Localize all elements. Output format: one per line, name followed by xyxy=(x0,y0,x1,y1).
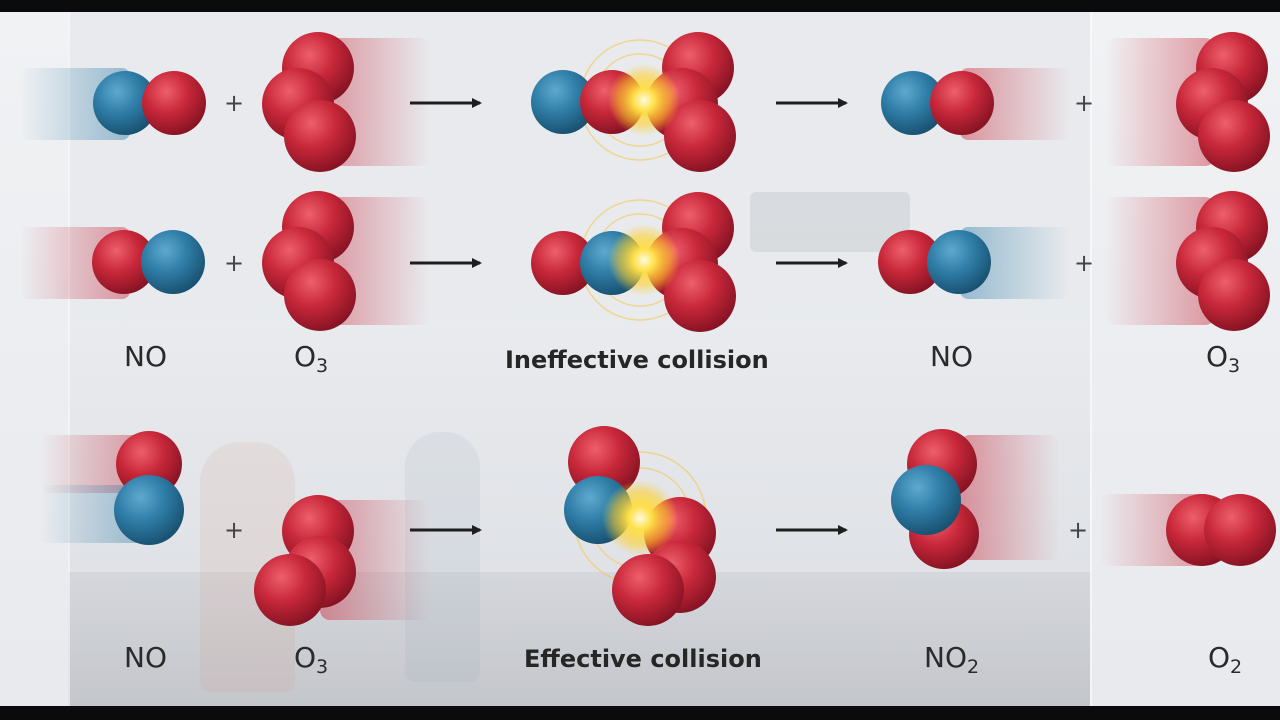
label-reactant-no: NO xyxy=(124,641,167,674)
plus-sign: + xyxy=(1074,89,1095,117)
plus-sign: + xyxy=(1068,516,1089,544)
plus-sign: + xyxy=(224,89,245,117)
row3-ozone-molecule xyxy=(254,495,430,626)
collision-flash-icon xyxy=(608,224,680,296)
label-product-no: NO xyxy=(930,340,973,373)
bottom-letterbox-bar xyxy=(0,706,1280,720)
row1-collision-complex xyxy=(531,32,736,172)
row2-collision-complex xyxy=(531,192,736,332)
plus-sign: + xyxy=(224,249,245,277)
plus-sign: + xyxy=(224,516,245,544)
collision-flash-icon xyxy=(602,480,678,556)
label-reactant-no: NO xyxy=(124,340,167,373)
label-product-no2: NO2 xyxy=(924,641,980,678)
label-reactant-o3: O3 xyxy=(294,641,329,678)
row2-no-molecule xyxy=(20,227,205,299)
caption-effective-collision: Effective collision xyxy=(524,645,762,673)
reaction-slide: + + + + + + NO O3 Ineffective collision … xyxy=(0,12,1280,706)
row3-product-o2-molecule xyxy=(1100,494,1276,566)
top-letterbox-bar xyxy=(0,0,1280,12)
row2-ozone-molecule xyxy=(262,191,430,331)
row1-no-molecule xyxy=(20,68,206,140)
row2-product-no-molecule xyxy=(878,227,1070,299)
label-reactant-o3: O3 xyxy=(294,340,329,377)
label-product-o2: O2 xyxy=(1208,641,1243,678)
row3-collision-complex xyxy=(564,426,716,626)
row3-no-molecule xyxy=(40,431,184,545)
collision-diagram xyxy=(20,32,1276,626)
row1-product-no-molecule xyxy=(881,68,1070,140)
row3-product-no2-molecule xyxy=(891,429,1060,569)
row2-product-ozone-molecule xyxy=(1105,191,1270,331)
plus-sign: + xyxy=(1074,249,1095,277)
label-product-o3: O3 xyxy=(1206,340,1241,377)
row1-ozone-molecule xyxy=(262,32,430,172)
collision-flash-icon xyxy=(608,64,680,136)
caption-ineffective-collision: Ineffective collision xyxy=(505,346,769,374)
row1-product-ozone-molecule xyxy=(1105,32,1270,172)
